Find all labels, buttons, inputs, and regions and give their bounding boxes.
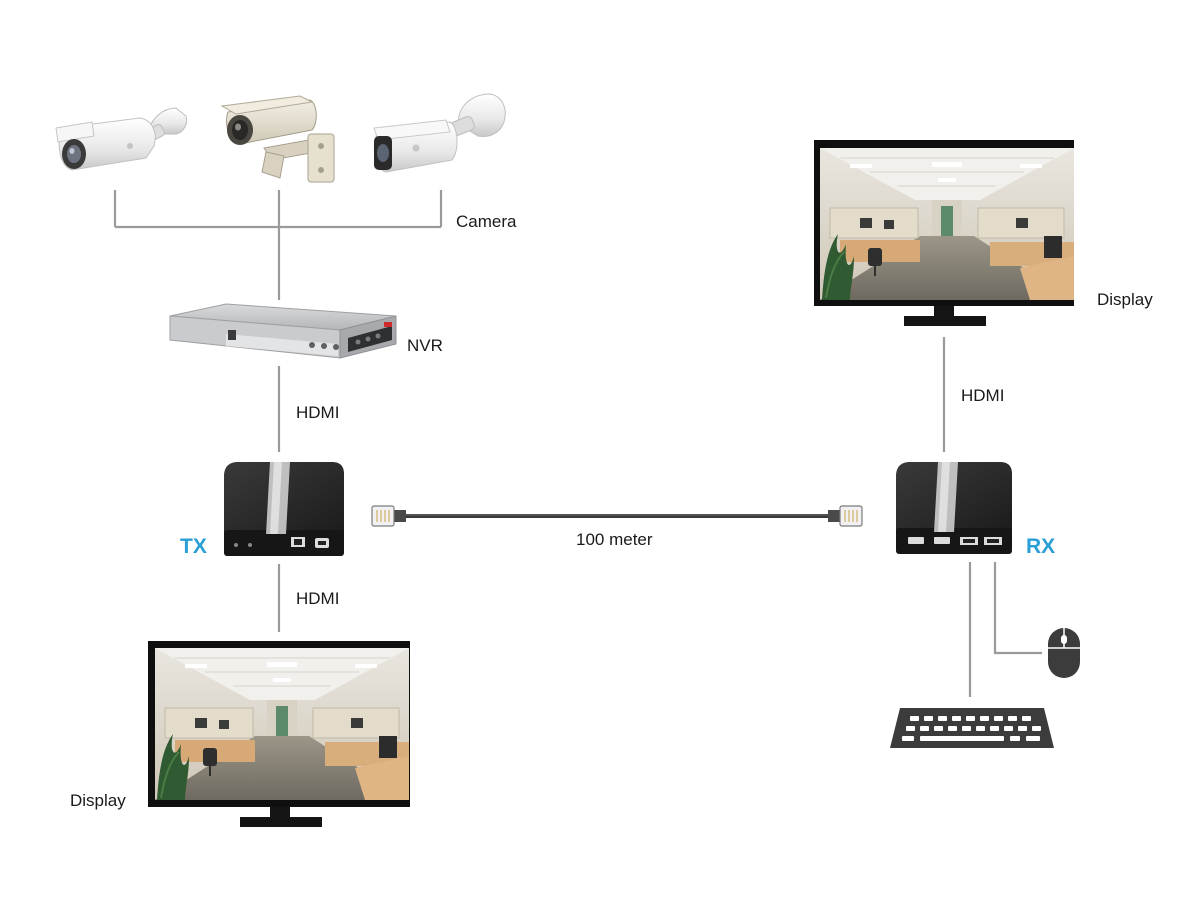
nvr-recorder-icon (169, 303, 397, 359)
display-right-label: Display (1097, 290, 1153, 309)
bullet-camera-icon (55, 107, 187, 171)
cable-length-label: 100 meter (576, 530, 653, 549)
connector-lines (113, 190, 1042, 697)
hdmi-nvr-tx-label: HDMI (296, 403, 340, 422)
camera-label: Camera (456, 212, 517, 231)
hdmi-rx-display-label: HDMI (961, 386, 1005, 405)
tx-label: TX (180, 535, 207, 558)
box-camera-icon (220, 95, 335, 183)
ethernet-cable-icon (371, 505, 863, 527)
keyboard-icon (890, 708, 1054, 748)
hdmi-tx-display-label: HDMI (296, 589, 340, 608)
monitor-icon (148, 641, 410, 827)
monitor-icon (814, 140, 1075, 326)
nvr-label: NVR (407, 336, 443, 355)
bullet-camera-icon (373, 93, 506, 173)
extender-transmitter-icon (224, 462, 344, 556)
rx-label: RX (1026, 535, 1056, 558)
mouse-icon (1048, 628, 1080, 678)
display-left-label: Display (70, 791, 126, 810)
extender-receiver-icon (896, 462, 1012, 554)
